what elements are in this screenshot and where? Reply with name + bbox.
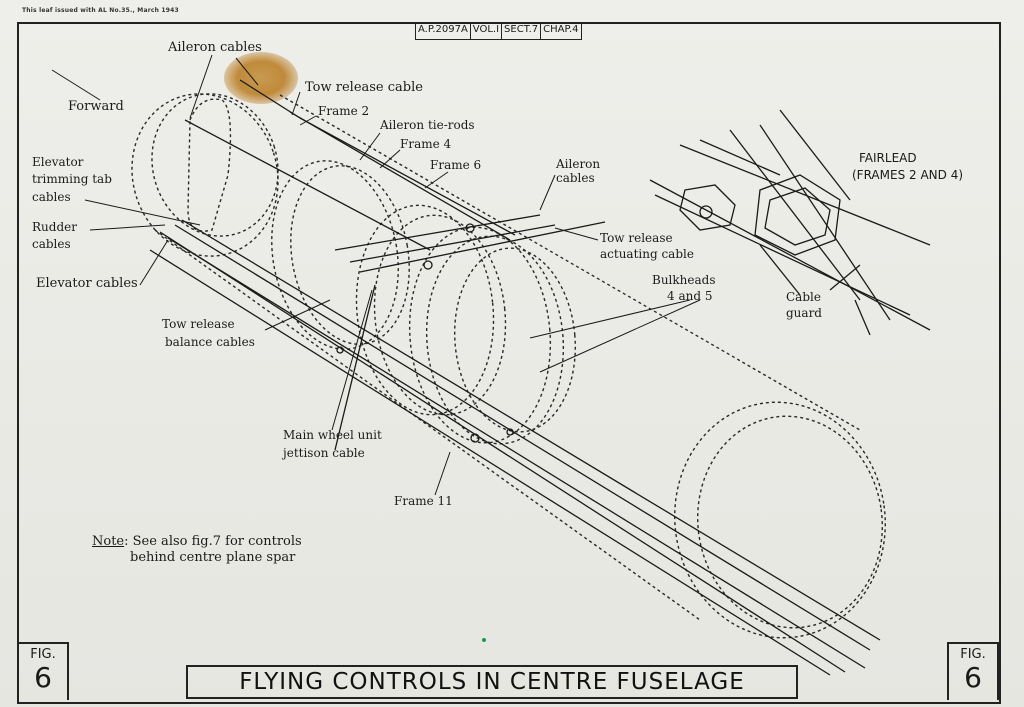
fairlead-bolt <box>699 205 713 219</box>
label-frame-2: Frame 2 <box>318 104 370 118</box>
ink-dot <box>482 638 486 642</box>
note-heading: Note <box>92 534 125 549</box>
frame-4-outline <box>271 160 399 350</box>
frame-6-outline <box>355 204 495 416</box>
pulley <box>465 223 475 233</box>
hull-upper-line <box>279 94 861 431</box>
fig-number-left: 6 <box>34 661 52 694</box>
fig-label-right: FIG. <box>960 647 986 662</box>
tow-release-cable <box>289 111 511 241</box>
note-line-1: : See also fig.7 for controls <box>124 534 302 549</box>
label-bulkheads-2: 4 and 5 <box>667 289 713 303</box>
pulley <box>336 346 344 354</box>
label-tow-balance-2: balance cables <box>165 335 255 349</box>
note: Note: See also fig.7 for controls <box>92 534 302 549</box>
label-frame-6: Frame 6 <box>430 158 482 172</box>
issue-note: This leaf issued with AL No.35., March 1… <box>22 7 179 14</box>
aileron-cable-line <box>184 119 431 251</box>
jettison-cable-line <box>334 284 376 451</box>
fig-label-left: FIG. <box>30 647 56 662</box>
leader-lines <box>51 54 701 496</box>
label-aileron-tie-rods: Aileron tie-rods <box>380 118 475 132</box>
pulley <box>470 433 480 443</box>
pulley <box>423 260 433 270</box>
frame-1-outline <box>131 93 279 257</box>
access-door-outline <box>187 98 232 232</box>
reference-sect: SECT.7 <box>502 23 542 39</box>
fuselage-frames <box>131 93 886 639</box>
label-aileron-cables-mid-2: cables <box>556 171 595 185</box>
reference-vol: VOL.I <box>471 23 503 39</box>
fairlead-title-1: FAIRLEAD <box>859 151 917 165</box>
label-elevator-trim-3: cables <box>32 190 71 204</box>
bulkhead-4-outline <box>408 226 552 444</box>
fig-box-left: FIG. 6 <box>17 642 69 700</box>
pulley <box>506 428 514 436</box>
label-frame-11: Frame 11 <box>394 494 453 508</box>
label-elevator-trim-2: trimming tab <box>32 172 112 186</box>
label-elevator-trim-1: Elevator <box>32 155 84 169</box>
frame-11-outline <box>674 401 886 639</box>
reference-chap: CHAP.4 <box>543 24 579 35</box>
label-rudder-1: Rudder <box>32 220 77 234</box>
label-main-wheel-1: Main wheel unit <box>283 428 382 442</box>
label-forward: Forward <box>68 99 124 114</box>
cable-guard <box>679 184 736 231</box>
label-tow-actuating-2: actuating cable <box>600 247 694 261</box>
reference-ap: A.P.2097A <box>416 23 471 39</box>
label-tow-balance-1: Tow release <box>162 317 235 331</box>
hull-lower-line <box>154 229 701 621</box>
fig-number-right: 6 <box>964 661 982 694</box>
rudder-cable <box>181 219 881 641</box>
fig-box-right: FIG. 6 <box>947 642 999 700</box>
label-cable-guard-2: guard <box>786 306 822 320</box>
label-elevator-cables: Elevator cables <box>36 276 138 291</box>
drawing-border <box>17 22 1001 704</box>
stain-mark <box>224 52 298 104</box>
fairlead-inset-title: FAIRLEAD (FRAMES 2 AND 4) <box>852 150 963 184</box>
aileron-tie-rod <box>334 214 541 251</box>
fairlead-inset <box>649 109 931 336</box>
elevator-cable-1 <box>159 231 846 673</box>
label-tow-release-cable: Tow release cable <box>305 80 423 95</box>
note-line-2: behind centre plane spar <box>130 550 296 565</box>
label-cable-guard-1: Cable <box>786 290 821 304</box>
figure-title: FLYING CONTROLS IN CENTRE FUSELAGE <box>186 665 798 699</box>
bulkhead-5-outline <box>425 235 565 445</box>
label-aileron-cables-top: Aileron cables <box>168 40 262 55</box>
label-rudder-2: cables <box>32 237 71 251</box>
label-tow-actuating-1: Tow release <box>600 231 673 245</box>
label-aileron-cables-mid-1: Aileron <box>556 157 601 171</box>
publication-reference: A.P.2097A VOL.I SECT.7 CHAP.4 <box>415 22 582 40</box>
label-bulkheads-1: Bulkheads <box>652 273 716 287</box>
label-frame-4: Frame 4 <box>400 137 452 151</box>
label-main-wheel-2: jettison cable <box>283 446 365 460</box>
fairlead-title-2: (FRAMES 2 AND 4) <box>852 168 964 182</box>
fairlead-block <box>754 174 841 256</box>
